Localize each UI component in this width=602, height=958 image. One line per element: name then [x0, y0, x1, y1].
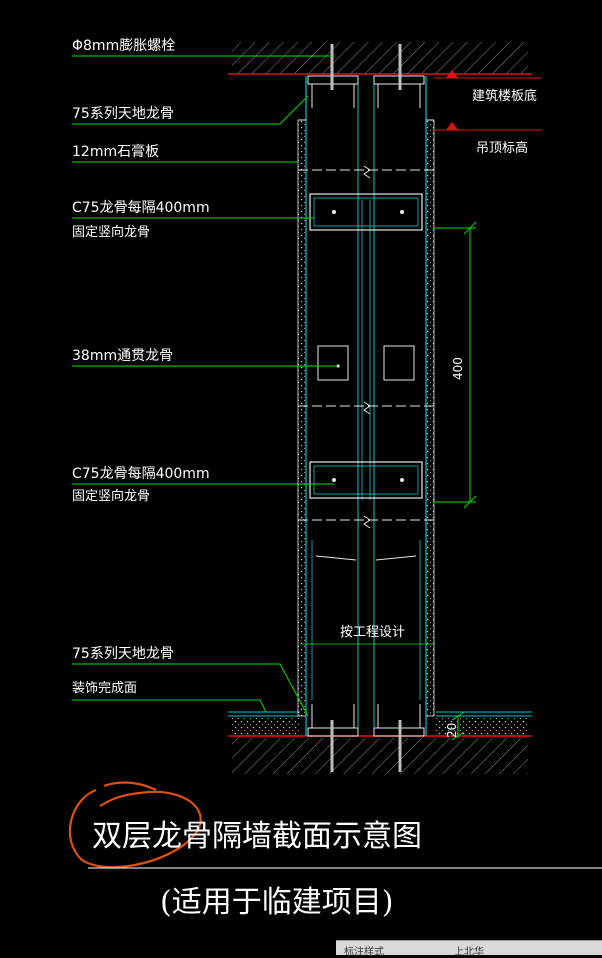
label-by-design: 按工程设计 [340, 625, 405, 640]
top-slab [228, 42, 532, 75]
label-ceiling-height: 吊顶标高 [476, 140, 528, 156]
label-stud-upper-1: C75龙骨每隔400mm [72, 200, 210, 216]
label-gypsum: 12mm石膏板 [72, 143, 159, 160]
label-slab-bottom: 建筑楼板底 [472, 88, 537, 104]
dim-400-text: 400 [451, 357, 465, 380]
label-bottom-runner: 75系列天地龙骨 [72, 646, 174, 662]
label-top-runner: 75系列天地龙骨 [72, 106, 174, 122]
label-stud-lower-2: 固定竖向龙骨 [72, 488, 150, 504]
c75-member-upper [309, 193, 423, 231]
bottom-slab [228, 711, 532, 774]
label-bolt: Φ8mm膨胀螺栓 [72, 37, 175, 54]
elevation-markers [434, 70, 542, 131]
label-stud-lower-1: C75龙骨每隔400mm [72, 466, 210, 482]
c75-member-lower [309, 461, 423, 499]
break-joints [298, 165, 434, 529]
through-stud-boxes [317, 345, 415, 381]
label-finish-face: 装饰完成面 [72, 681, 137, 696]
dimension-20 [451, 711, 465, 741]
label-stud-upper-2: 固定竖向龙骨 [72, 224, 150, 240]
taskbar: 标注样式 上北华 [336, 940, 602, 958]
dimension-400 [434, 221, 477, 509]
drawing-subtitle: (适用于临建项目) [160, 885, 393, 920]
taskbar-item-2[interactable]: 上北华 [454, 947, 484, 958]
bottom-runner [307, 704, 425, 772]
dim-20-text: 20 [445, 723, 459, 738]
leader-lines [72, 55, 338, 717]
orange-circle-annotation [68, 781, 202, 869]
label-through-stud: 38mm通贯龙骨 [72, 348, 173, 364]
top-runner [307, 44, 425, 108]
drawing-title: 双层龙骨隔墙截面示意图 [92, 819, 422, 854]
taskbar-item-1[interactable]: 标注样式 [344, 947, 384, 958]
